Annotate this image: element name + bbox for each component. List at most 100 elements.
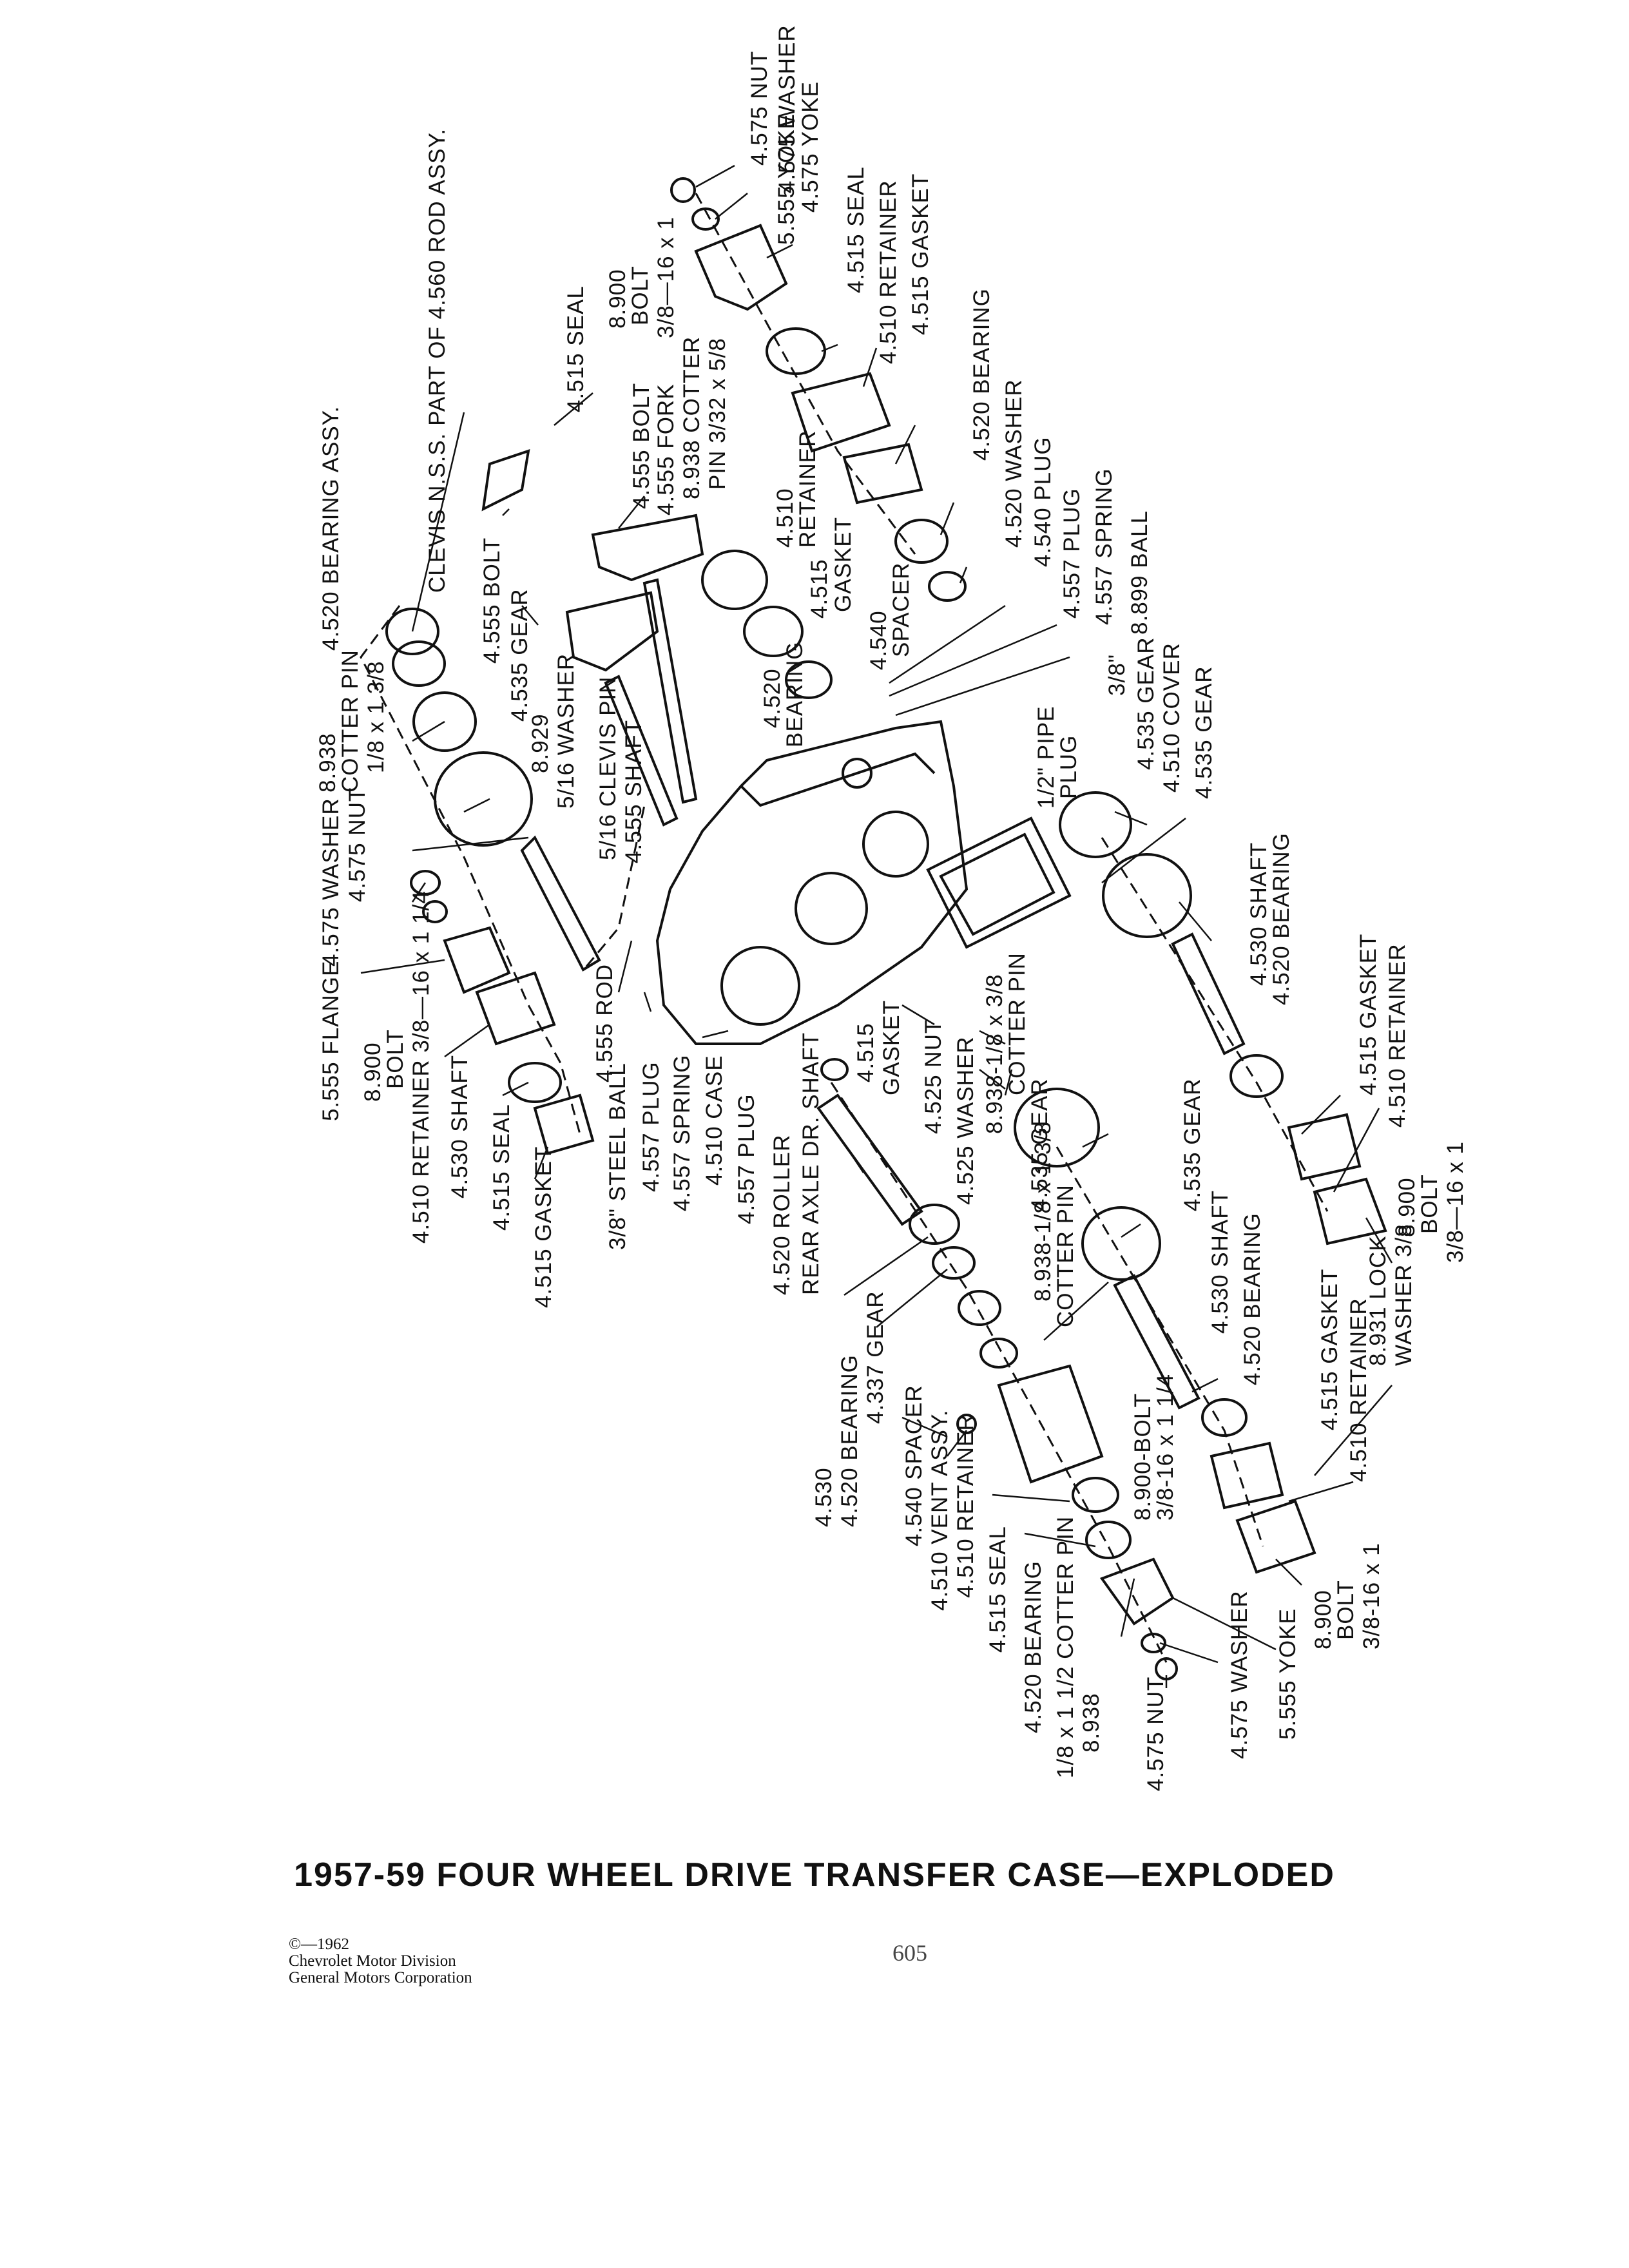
label: PIN 3/32 x 5/8 xyxy=(705,338,730,490)
part-labels: 4.575 NUT 4.575 WASHER 4.575 YOKE 5.555 … xyxy=(315,24,1468,1791)
case-rim xyxy=(740,752,936,807)
copyright-line: General Motors Corporation xyxy=(289,1969,472,1986)
rear-roller xyxy=(820,1058,849,1081)
mid-gasket xyxy=(743,606,804,657)
gear-small-top xyxy=(412,691,477,752)
label: 4.575 NUT xyxy=(747,51,772,166)
shift-fork-upper xyxy=(591,514,704,582)
label: 4.510 COVER xyxy=(1159,642,1184,793)
label: GASKET xyxy=(831,517,856,612)
label: 4.557 SPRING xyxy=(1092,468,1117,626)
vent-assy xyxy=(956,1414,977,1434)
label: 8.938-1/8 x 1 3/8 xyxy=(1030,1121,1055,1302)
front-retainer xyxy=(475,971,556,1046)
cover-plate xyxy=(926,816,1072,949)
label: 8.900 xyxy=(1311,1590,1336,1649)
label: PLUG xyxy=(1056,735,1081,799)
mid-bearing-lower xyxy=(1201,1398,1248,1437)
label: 4.575 WASHER xyxy=(1227,1590,1252,1759)
top-seal xyxy=(766,327,826,375)
label: 4.515 GASKET xyxy=(908,173,933,335)
label: 4.520 BEARING xyxy=(1240,1213,1265,1385)
right-shaft xyxy=(1171,932,1246,1055)
label: 4.575 NUT xyxy=(1143,1677,1168,1791)
label: SPACER xyxy=(889,562,914,657)
bearing-assy-ring xyxy=(385,608,439,655)
front-flange xyxy=(443,926,511,994)
label: BOLT xyxy=(628,265,653,325)
label: 4.535 GEAR xyxy=(1027,1079,1052,1212)
label: 4.575 WASHER xyxy=(775,24,800,193)
label: RETAINER xyxy=(795,430,820,548)
label: 1/2" PIPE xyxy=(1034,706,1059,809)
label: 8.900-BOLT xyxy=(1130,1393,1155,1521)
label: 4.557 SPRING xyxy=(670,1055,695,1212)
leader-lines xyxy=(360,164,1393,1688)
label: BOLT xyxy=(1333,1580,1358,1640)
label: 4.515 GASKET xyxy=(1356,934,1381,1095)
label: 4.530 SHAFT xyxy=(1246,842,1271,986)
assembly-guide-rod xyxy=(585,805,646,967)
case-bore-4 xyxy=(842,758,872,789)
gear-large-top xyxy=(434,751,533,847)
label: 4.515 GASKET xyxy=(531,1146,556,1308)
label: 8.938 xyxy=(1079,1693,1104,1753)
label: 4.510 RETAINER xyxy=(876,180,901,364)
label: 4.510 RETAINER xyxy=(1346,1298,1371,1482)
rear-retainer xyxy=(997,1364,1104,1484)
label: 3/8-16 x 1 1/4 xyxy=(1153,1374,1178,1521)
label: 3/8—16 x 1 xyxy=(653,216,679,338)
top-bearing xyxy=(894,519,949,564)
label: 4.535 GEAR xyxy=(1180,1079,1205,1212)
label: 8.938 xyxy=(315,733,340,793)
label: CLEVIS N.S.S. PART OF 4.560 ROD ASSY. xyxy=(425,128,450,593)
mid-gear-1 xyxy=(1014,1088,1100,1168)
rear-seal xyxy=(1072,1477,1119,1513)
label: COTTER PIN xyxy=(338,649,363,793)
label: 4.515 SEAL xyxy=(843,166,869,293)
front-gasket xyxy=(533,1093,595,1155)
label: 4.520 ROLLER xyxy=(769,1135,795,1295)
rear-yoke xyxy=(1099,1557,1175,1626)
rear-axle-shaft xyxy=(816,1093,923,1226)
label: 4.525 WASHER xyxy=(953,1036,978,1205)
top-washer-2 xyxy=(928,571,967,602)
label: BOLT xyxy=(1417,1174,1442,1234)
copyright-block: ©—1962 Chevrolet Motor Division General … xyxy=(289,1936,472,1986)
page-title: 1957-59 FOUR WHEEL DRIVE TRANSFER CASE—E… xyxy=(294,1856,1335,1894)
rear-spacer xyxy=(979,1338,1018,1369)
label: 5.555 YOKE xyxy=(1275,1608,1300,1740)
copyright-line: ©—1962 xyxy=(289,1936,349,1953)
label: COTTER PIN xyxy=(1005,952,1030,1095)
label: 4.540 SPACER xyxy=(901,1385,927,1546)
label: BOLT xyxy=(383,1029,408,1089)
label: 4.555 SHAFT xyxy=(621,720,646,863)
label: 8.900 xyxy=(605,269,630,329)
label: 4.510 CASE xyxy=(702,1055,727,1186)
mid-bearing xyxy=(785,660,833,699)
label: 4.575 WASHER xyxy=(318,798,343,966)
label: 4.515 SEAL xyxy=(489,1104,514,1231)
shift-fork-lower xyxy=(565,591,659,672)
assembly-guide-mid xyxy=(1055,1146,1264,1547)
label: WASHER 3/8 xyxy=(1391,1224,1416,1366)
mid-retainer xyxy=(701,550,768,610)
label: 5/16 CLEVIS PIN xyxy=(595,677,621,860)
page-number: 605 xyxy=(892,1940,927,1966)
right-gear-2 xyxy=(1102,853,1192,938)
rear-bearing-2 xyxy=(1085,1521,1132,1559)
label: 4.510 RETAINER xyxy=(1385,943,1410,1128)
label: 8.929 xyxy=(528,713,553,773)
label: 4.520 BEARING xyxy=(1269,832,1294,1005)
label: 3/8—16 x 1 xyxy=(1443,1141,1468,1263)
label: 8.899 BALL xyxy=(1127,510,1152,635)
label: 1/8 x 1 3/8 xyxy=(363,661,389,773)
label: 4.515 GASKET xyxy=(1317,1269,1342,1430)
label: 4.337 GEAR xyxy=(863,1291,888,1425)
shift-shaft xyxy=(604,675,679,827)
front-seal xyxy=(508,1062,562,1103)
top-retainer xyxy=(791,372,891,453)
label: 8.938-1/8 x 3/8 xyxy=(982,974,1007,1135)
label: 4.520 BEARING ASSY. xyxy=(318,406,343,651)
label: 4.515 SEAL xyxy=(563,285,588,412)
